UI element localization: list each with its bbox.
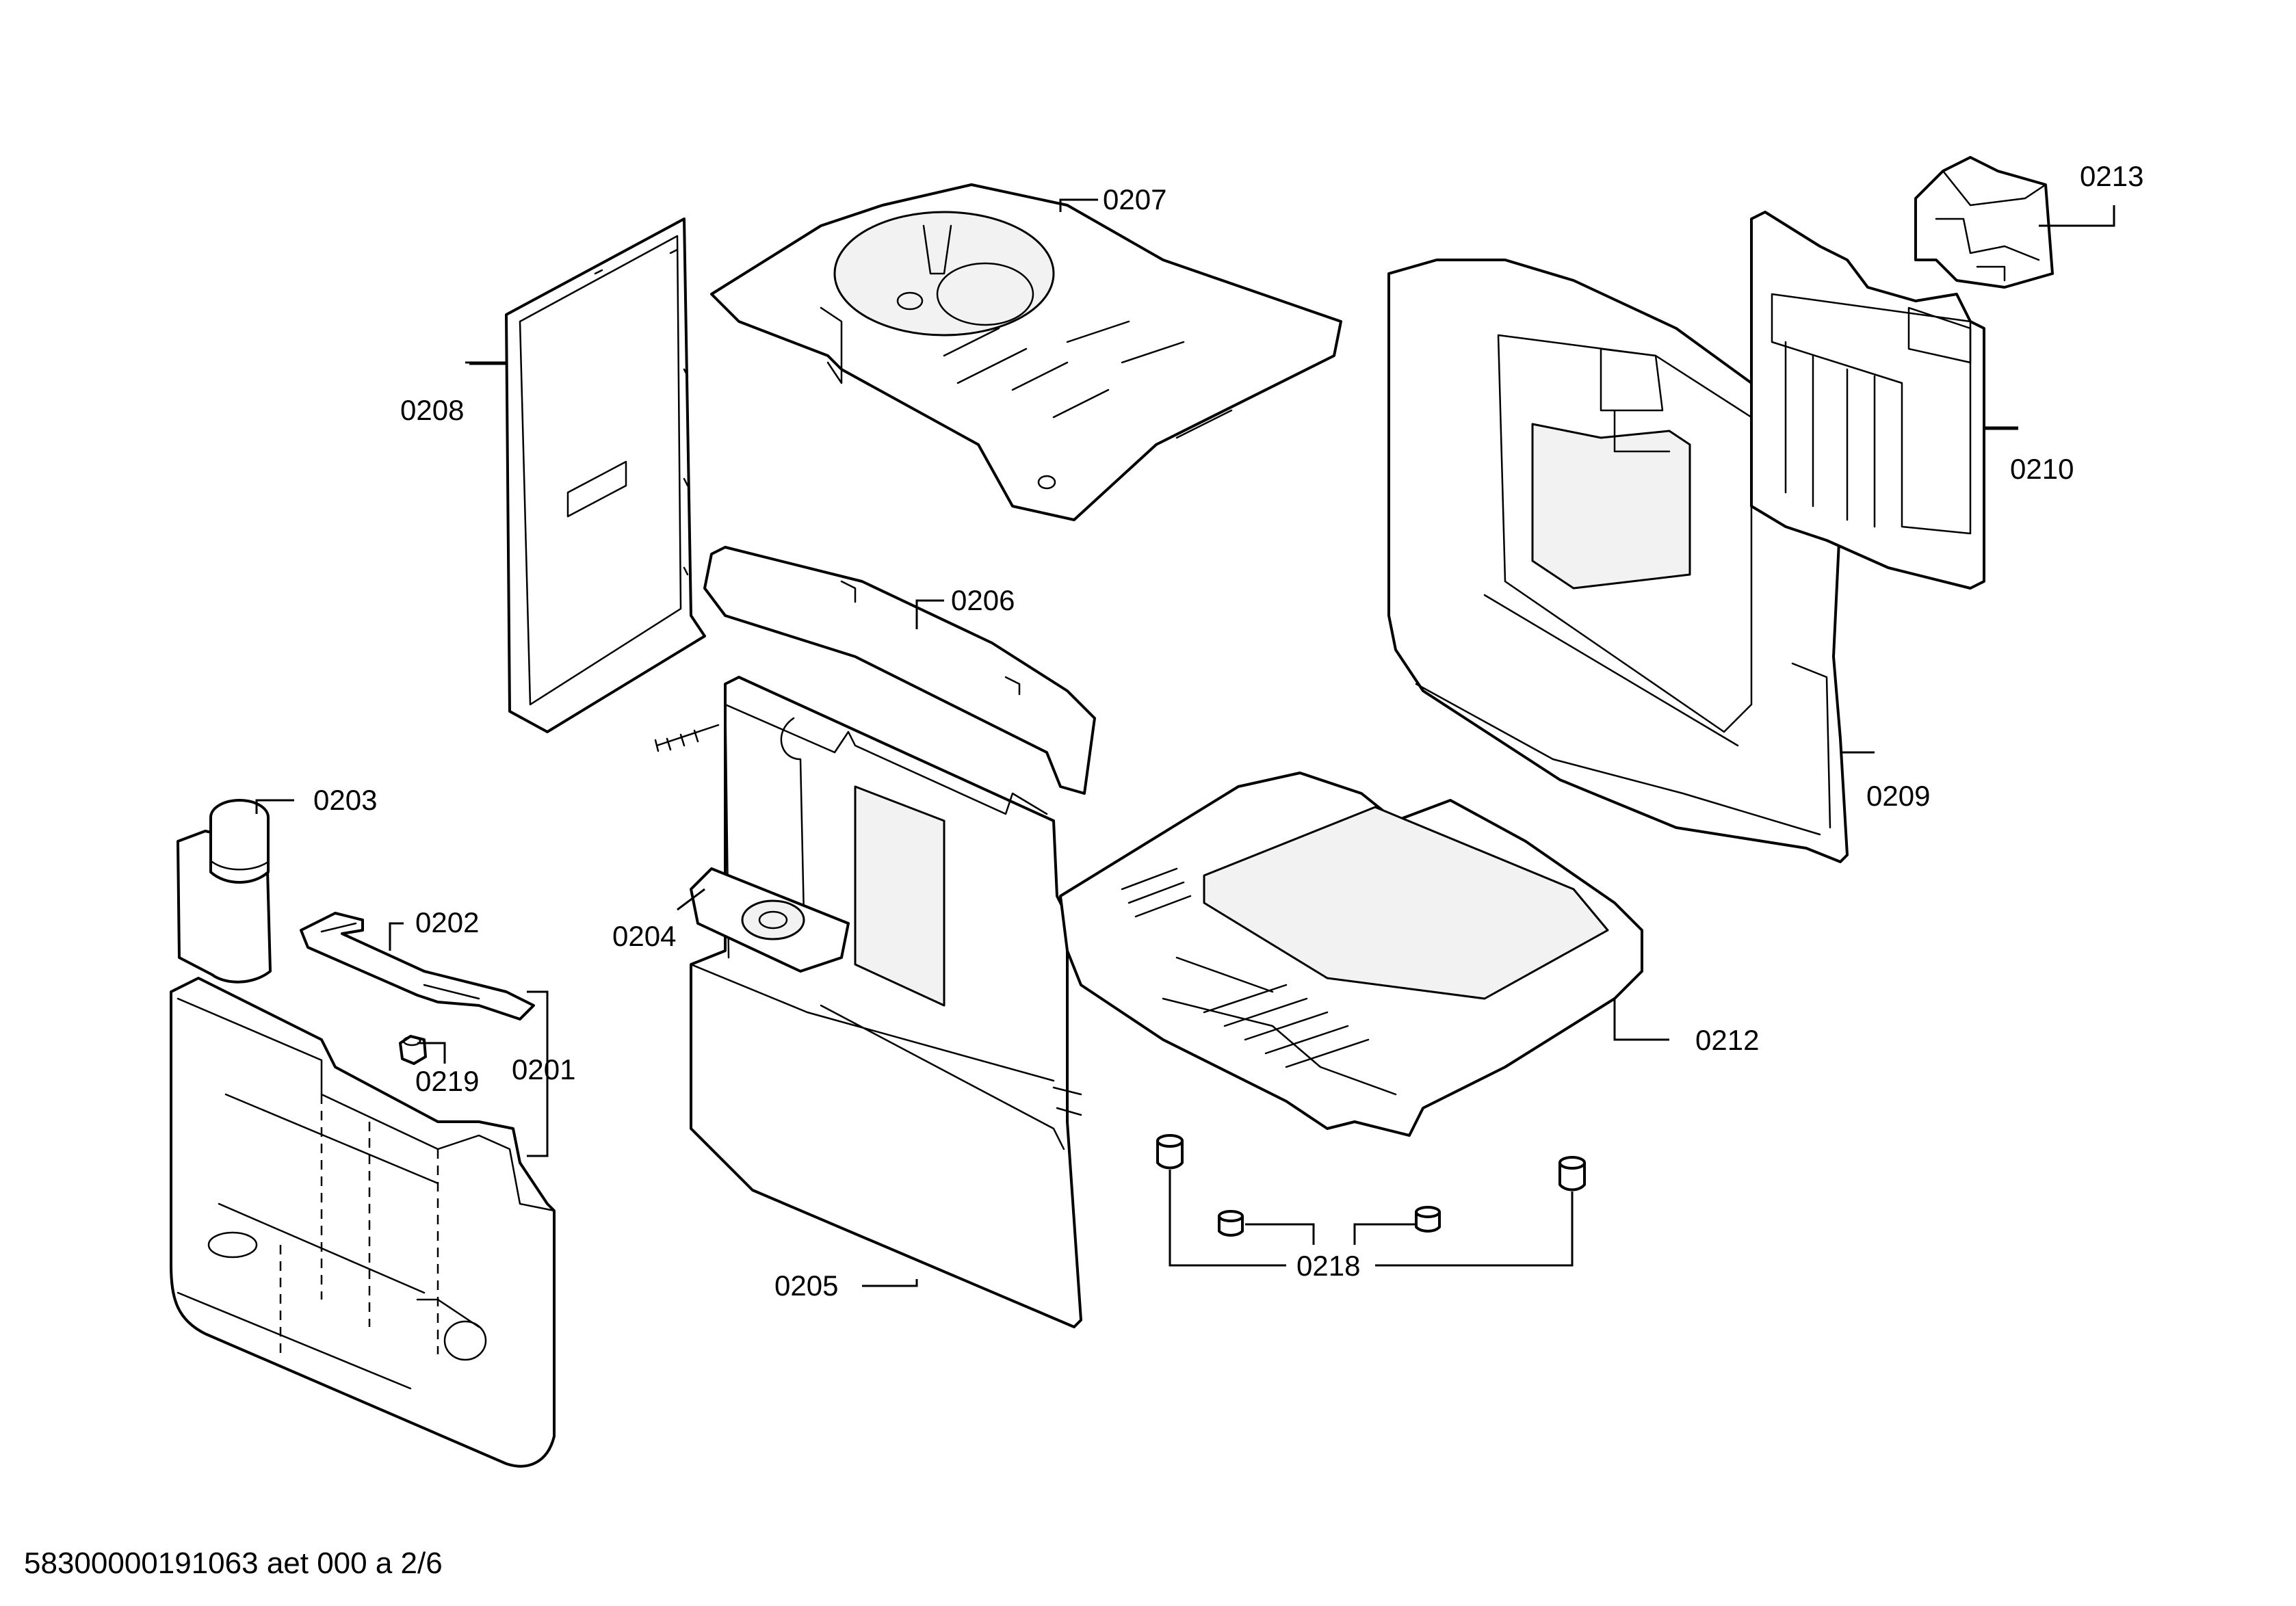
label-0218: 0218 bbox=[1296, 1250, 1360, 1282]
leader-0205 bbox=[862, 1279, 918, 1287]
part-0201-water-tank bbox=[170, 977, 556, 1468]
label-0207: 0207 bbox=[1103, 183, 1166, 215]
part-0203-cylinder bbox=[177, 799, 272, 984]
part-0213-small-cover bbox=[1914, 156, 2054, 289]
label-0201: 0201 bbox=[512, 1053, 575, 1085]
label-0219: 0219 bbox=[415, 1065, 479, 1097]
leader-0206 bbox=[915, 599, 944, 629]
part-0209-rear-panel bbox=[1387, 259, 1855, 863]
screw-upper bbox=[654, 724, 720, 752]
label-0209: 0209 bbox=[1866, 780, 1930, 812]
leader-0218-left bbox=[1169, 1170, 1286, 1267]
label-0202: 0202 bbox=[415, 906, 479, 938]
leader-0212 bbox=[1613, 999, 1669, 1041]
label-0213: 0213 bbox=[2080, 160, 2143, 192]
part-0208-side-panel bbox=[505, 218, 706, 733]
part-0218-foot-2 bbox=[1218, 1210, 1244, 1237]
label-0208: 0208 bbox=[400, 394, 464, 426]
part-0207-top-frame bbox=[710, 183, 1342, 521]
part-labels: 0207 0208 0206 0213 0210 0209 0203 0202 … bbox=[313, 160, 2143, 1302]
part-0204-holder bbox=[690, 867, 850, 973]
drawing-number: 58300000191063 aet 000 a 2/6 bbox=[24, 1546, 443, 1580]
label-0205: 0205 bbox=[774, 1269, 838, 1302]
leader-0218-b bbox=[1353, 1223, 1416, 1245]
leader-0219 bbox=[417, 1042, 446, 1064]
part-0219-nut bbox=[399, 1035, 427, 1065]
leader-0218-right bbox=[1375, 1192, 1574, 1267]
leader-lines bbox=[255, 198, 2115, 1287]
leader-0204-b bbox=[677, 888, 705, 911]
label-0212: 0212 bbox=[1695, 1024, 1759, 1056]
leader-0202 bbox=[389, 922, 404, 951]
label-0203: 0203 bbox=[313, 784, 377, 816]
part-0205-front-housing bbox=[690, 676, 1082, 1328]
label-0210: 0210 bbox=[2010, 453, 2074, 485]
leader-0203 bbox=[255, 799, 294, 814]
leader-0207 bbox=[1059, 198, 1098, 212]
leader-0213 bbox=[2039, 205, 2115, 227]
leader-0218-a bbox=[1245, 1223, 1315, 1245]
part-0218-foot-4 bbox=[1558, 1156, 1586, 1192]
part-0218-foot-3 bbox=[1415, 1206, 1441, 1233]
label-0204: 0204 bbox=[612, 920, 676, 952]
part-0210-right-panel bbox=[1750, 211, 1985, 590]
leader-0201 bbox=[527, 990, 549, 1157]
part-0202-clip bbox=[300, 912, 535, 1021]
label-0206: 0206 bbox=[951, 584, 1015, 616]
part-0212-base-tray bbox=[1059, 772, 1643, 1137]
part-0218-foot-1 bbox=[1156, 1134, 1184, 1170]
part-0206-bar bbox=[703, 546, 1096, 795]
